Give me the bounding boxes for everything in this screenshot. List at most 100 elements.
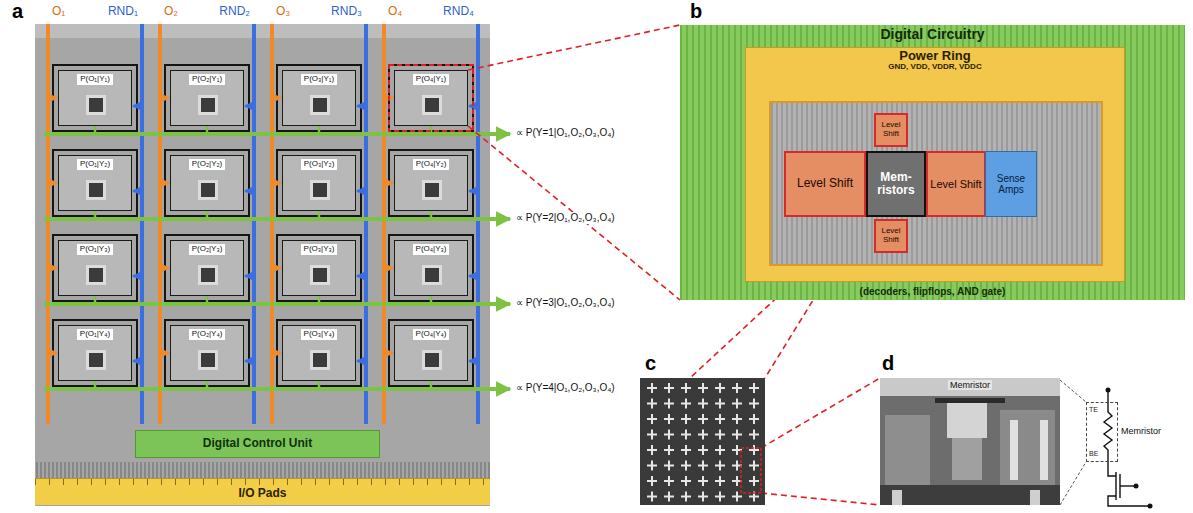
random-branch (245, 275, 254, 278)
sem-structure (1040, 420, 1048, 480)
chip-texture-line (180, 462, 182, 478)
sense-amp-block-text: Sense Amps (988, 173, 1034, 195)
crossbar-cell (702, 414, 704, 424)
chip-texture-line (292, 462, 294, 478)
crossbar-cell (702, 430, 704, 440)
chip-texture-line (436, 462, 438, 478)
output-line (44, 387, 510, 391)
chip-texture-line (172, 462, 174, 478)
crossbar-cell (719, 445, 721, 455)
chip-texture-line (52, 462, 54, 478)
chip-texture-line (416, 462, 418, 478)
sem-structure (880, 378, 1060, 505)
level-shift-block-text: Level Shift (878, 121, 904, 139)
chip-texture-line (132, 462, 134, 478)
crossbar-micrograph (640, 378, 765, 505)
observation-branch (384, 267, 393, 270)
output-tap (430, 381, 433, 389)
crossbar-cell (753, 430, 755, 440)
random-branch (357, 190, 366, 193)
chip-texture-line (200, 462, 202, 478)
zoom-highlight (741, 448, 761, 493)
output-tap (430, 296, 433, 304)
chip-texture-line (88, 462, 90, 478)
chip-texture-line (264, 462, 266, 478)
compute-cell-text: P(O₄|Y₁) (413, 74, 449, 85)
compute-cell: P(O₃|Y₃) (282, 240, 356, 296)
chip-texture-line (384, 462, 386, 478)
compute-cell-text: P(O₃|Y₁) (301, 74, 337, 85)
crossbar-cell (753, 445, 755, 455)
sem-structure (880, 485, 1060, 505)
cell-wiring (277, 235, 361, 301)
chip-texture-line (148, 462, 150, 478)
compute-cell-text: P(O₁|Y₁) (77, 74, 113, 85)
chip-texture-line (56, 462, 58, 478)
memristor-symbol-box-text: BE (1089, 450, 1098, 458)
chip-texture-line (80, 462, 82, 478)
cell-micrograph (86, 350, 106, 370)
digital-circuitry-region-text: Digital Circuitry (880, 27, 984, 42)
compute-cell: P(O₁|Y₂) (58, 155, 132, 211)
chip-texture-line (164, 462, 166, 478)
cell-micrograph (198, 265, 218, 285)
sem-structure (952, 438, 982, 480)
chip-texture-line (152, 462, 154, 478)
cell-wiring (389, 150, 473, 216)
chip-texture-line (432, 462, 434, 478)
cell-wiring (165, 65, 249, 131)
chip-texture-line (128, 462, 130, 478)
compute-cell: P(O₂|Y₄) (170, 325, 244, 381)
cell-wiring (53, 320, 137, 386)
chip-texture-line (344, 462, 346, 478)
chip-texture-line (364, 462, 366, 478)
zoom-connector (468, 25, 680, 70)
chip-texture-line (60, 462, 62, 478)
cell-micrograph (86, 265, 106, 285)
chip-texture-line (216, 462, 218, 478)
level-shift-block: Level Shift (926, 151, 986, 217)
chip-texture-line (96, 462, 98, 478)
chip-texture-line (244, 462, 246, 478)
random-line (252, 24, 256, 424)
level-shift-block-text: Level Shift (930, 178, 981, 190)
output-label: ∝ P(Y=1|O₁,O₂,O₃,O₄) (514, 127, 617, 139)
compute-cell: P(O₃|Y₂) (282, 155, 356, 211)
compute-cell-text: P(O₂|Y₁) (189, 74, 225, 85)
chip-texture-line (68, 462, 70, 478)
power-ring: Power RingGND, VDD, VDDR, VDDCLevel Shif… (745, 47, 1125, 282)
crossbar-cell (668, 399, 670, 409)
chip-texture-line (104, 462, 106, 478)
chip-texture-line (476, 462, 478, 478)
crossbar-cell (753, 399, 755, 409)
level-shift-block: Level Shift (874, 113, 908, 147)
signal-name: RND₃ (331, 5, 362, 19)
sem-structure (1030, 490, 1040, 505)
output-tap (94, 126, 97, 134)
compute-cell: P(O₂|Y₃) (170, 240, 244, 296)
memristor-array-block-text: Mem- ristors (870, 171, 922, 197)
memristor-symbol-box-text: TE (1089, 406, 1098, 414)
output-tap (318, 296, 321, 304)
chip-texture-line (488, 462, 490, 478)
chip-texture-line (324, 462, 326, 478)
chip-texture-line (320, 462, 322, 478)
chip-texture-line (260, 462, 262, 478)
cell-micrograph (422, 95, 442, 115)
chip-texture-line (140, 462, 142, 478)
crossbar-cell (736, 476, 738, 486)
chip-texture-line (284, 462, 286, 478)
chip-texture-line (480, 462, 482, 478)
output-line (44, 217, 510, 221)
chip-texture-line (312, 462, 314, 478)
observation-branch (160, 352, 169, 355)
panel-letter: a (12, 0, 23, 23)
chip-texture-line (112, 462, 114, 478)
observation-branch (160, 182, 169, 185)
compute-cell: P(O₄|Y₃) (394, 240, 468, 296)
terminal-dot (1148, 504, 1153, 509)
chip-texture-line (396, 462, 398, 478)
chip-texture-line (424, 462, 426, 478)
crossbar-cell (702, 445, 704, 455)
chip-texture-line (176, 462, 178, 478)
